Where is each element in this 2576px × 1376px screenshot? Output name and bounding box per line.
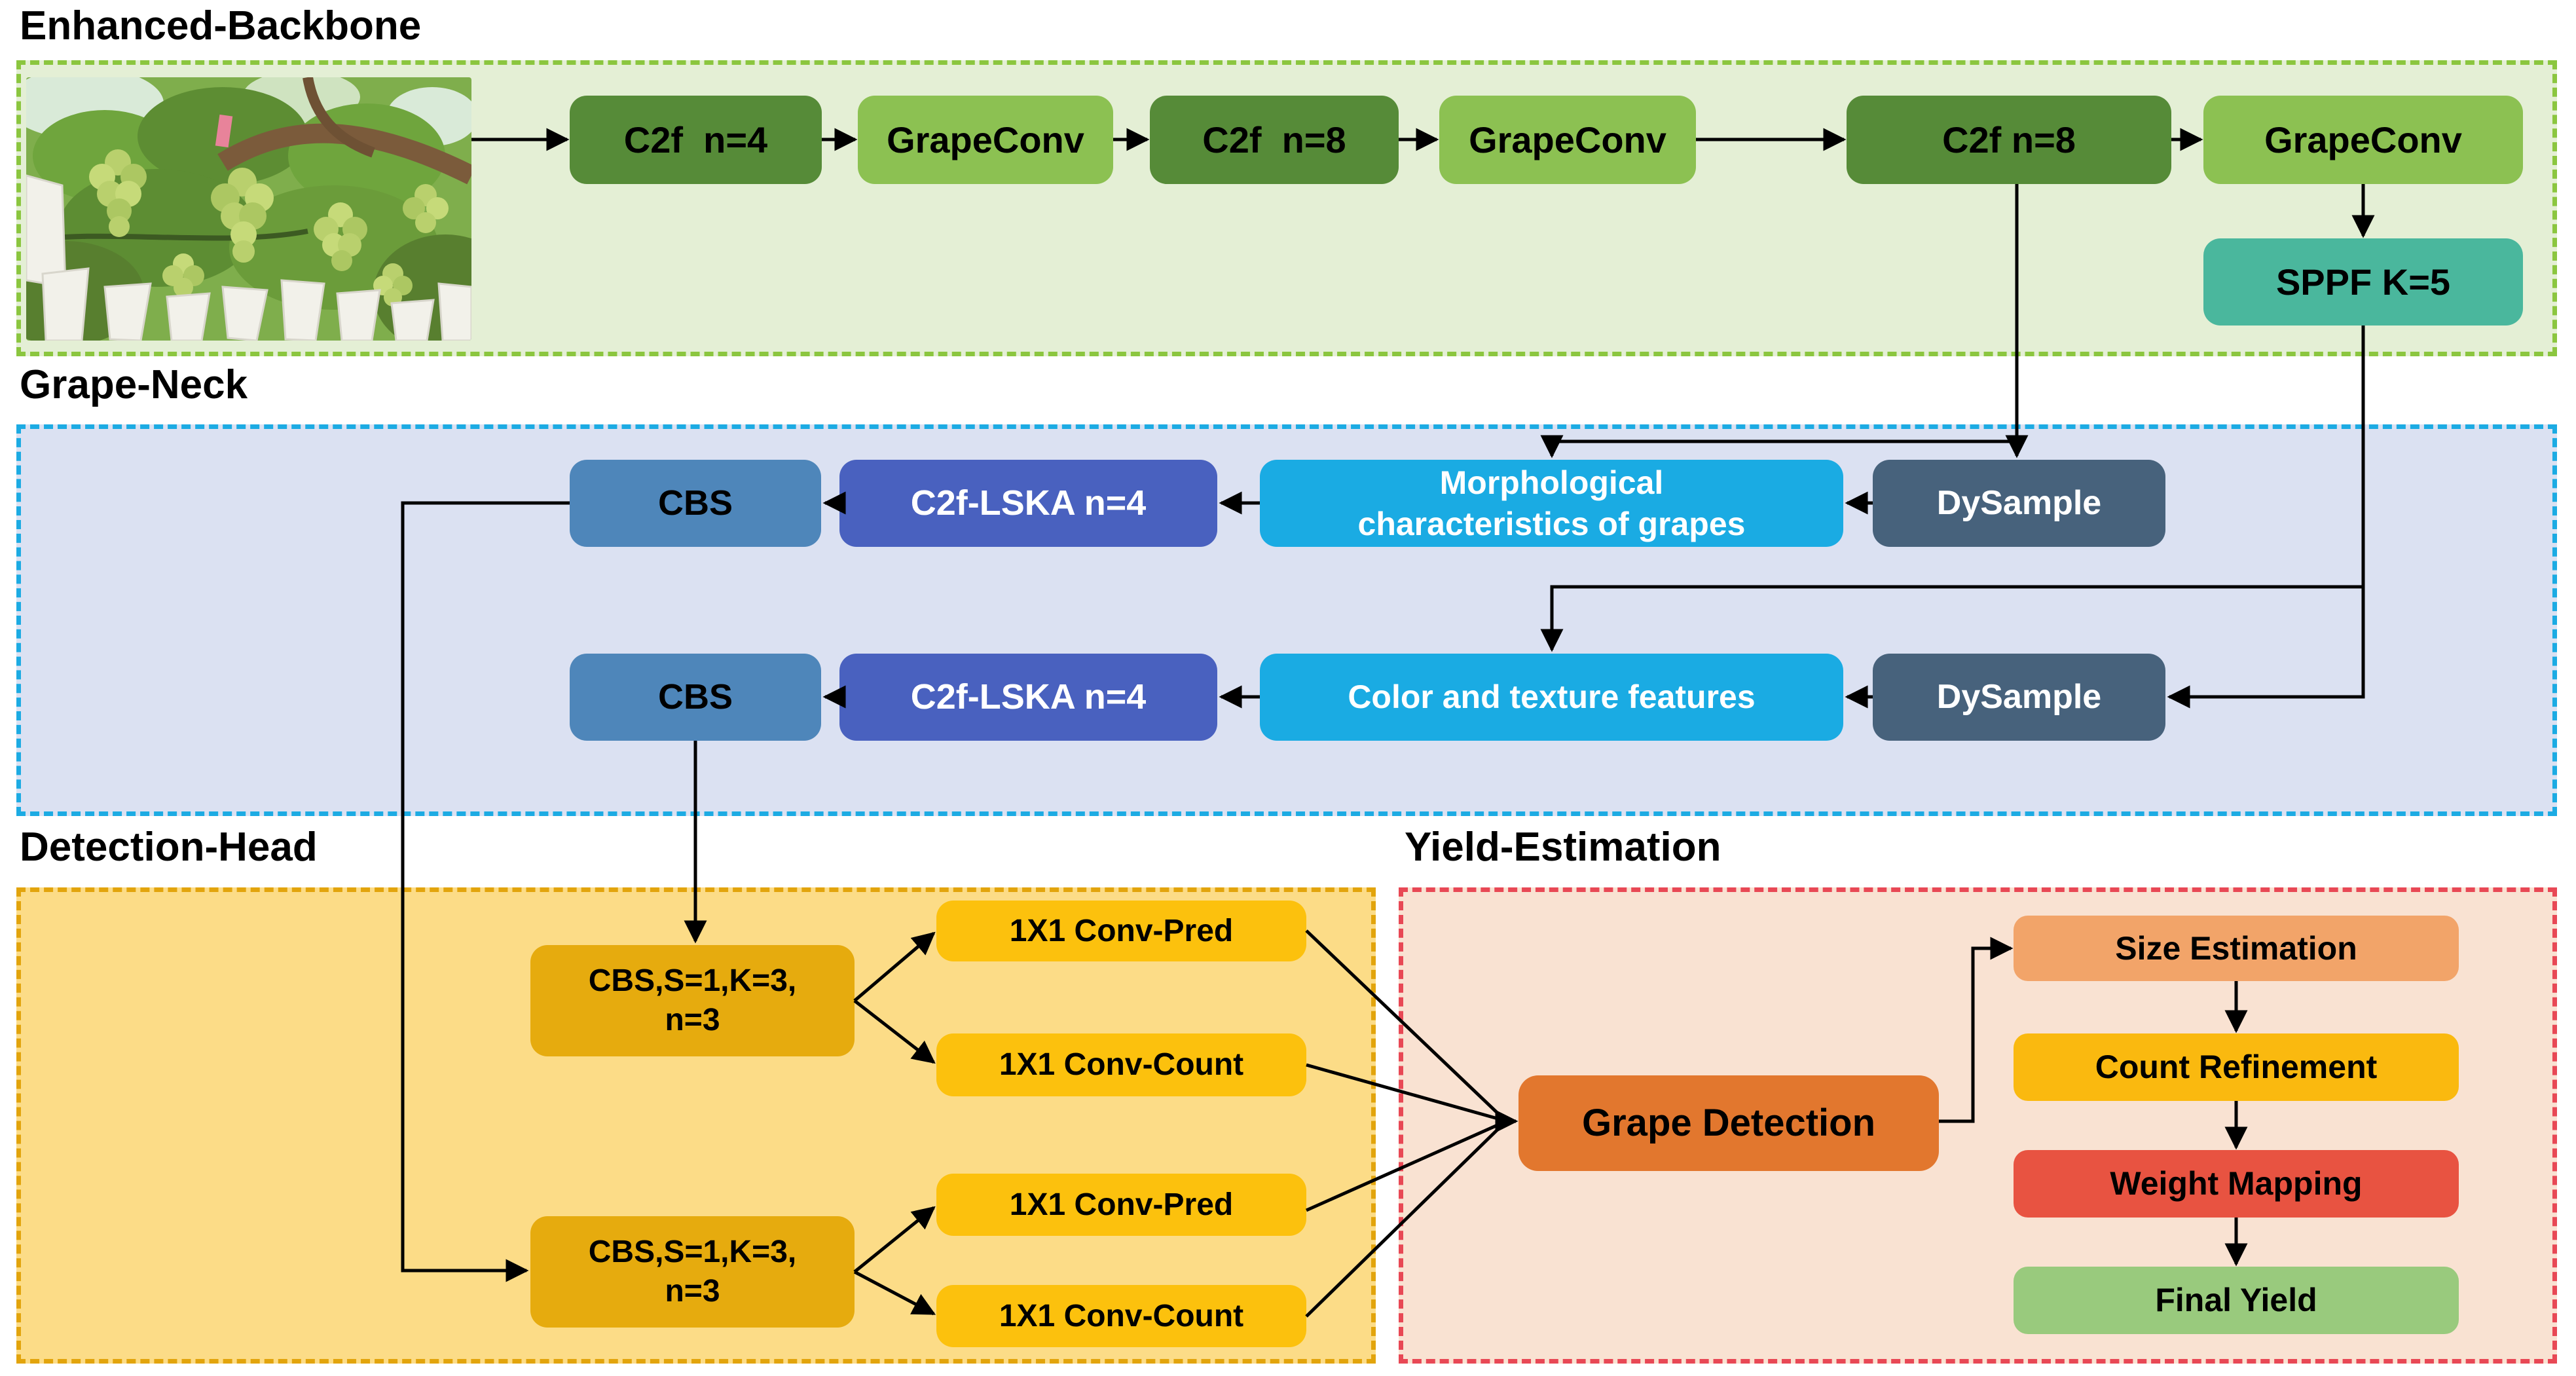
node-grapeconv-1: GrapeConv <box>858 96 1113 184</box>
node-c2f-3-label: C2f n=8 <box>1942 119 2076 160</box>
backbone-title: Enhanced-Backbone <box>20 3 422 48</box>
node-conv-pred-2: 1X1 Conv-Pred <box>936 1174 1306 1236</box>
node-conv-pred-1: 1X1 Conv-Pred <box>936 901 1306 961</box>
node-cbs-row2-label: CBS <box>657 677 733 716</box>
node-grapeconv-3: GrapeConv <box>2203 96 2523 184</box>
node-morphological-features-label: Morphological characteristics of grapes <box>1357 464 1746 542</box>
node-c2f-1-label: C2f n=4 <box>623 119 768 160</box>
node-dysample-row1-label: DySample <box>1936 484 2102 522</box>
node-det-cbs-2: CBS,S=1,K=3, n=3 <box>530 1216 855 1328</box>
node-grapeconv-2-label: GrapeConv <box>1469 119 1666 160</box>
node-final-yield-label: Final Yield <box>2155 1282 2317 1319</box>
node-final-yield: Final Yield <box>2014 1267 2459 1334</box>
node-grape-detection-label: Grape Detection <box>1582 1101 1875 1144</box>
node-dysample-row2-label: DySample <box>1936 678 2102 716</box>
yield-title: Yield-Estimation <box>1405 825 1721 870</box>
detection-title: Detection-Head <box>20 825 318 870</box>
node-weight-mapping: Weight Mapping <box>2014 1150 2459 1218</box>
node-conv-count-1: 1X1 Conv-Count <box>936 1033 1306 1096</box>
node-c2f-1: C2f n=4 <box>570 96 822 184</box>
node-color-texture-features-label: Color and texture features <box>1348 679 1756 716</box>
node-det-cbs-1: CBS,S=1,K=3, n=3 <box>530 945 855 1056</box>
node-dysample-row1: DySample <box>1873 460 2165 547</box>
node-lska-row1-label: C2f-LSKA n=4 <box>910 483 1147 523</box>
node-det-cbs-1-label: CBS,S=1,K=3, n=3 <box>588 963 797 1037</box>
node-cbs-row1: CBS <box>570 460 821 547</box>
node-lska-row2-label: C2f-LSKA n=4 <box>910 677 1147 716</box>
node-count-refinement-label: Count Refinement <box>2095 1049 2378 1086</box>
node-grapeconv-3-label: GrapeConv <box>2264 119 2462 160</box>
node-cbs-row2: CBS <box>570 654 821 741</box>
node-conv-count-2: 1X1 Conv-Count <box>936 1285 1306 1347</box>
node-c2f-2: C2f n=8 <box>1150 96 1399 184</box>
node-sppf: SPPF K=5 <box>2203 238 2523 325</box>
node-sppf-label: SPPF K=5 <box>2275 261 2451 303</box>
node-c2f-2-label: C2f n=8 <box>1202 119 1346 160</box>
node-conv-count-1-label: 1X1 Conv-Count <box>999 1047 1244 1082</box>
node-det-cbs-2-label: CBS,S=1,K=3, n=3 <box>588 1235 797 1309</box>
node-size-estimation: Size Estimation <box>2014 916 2459 981</box>
node-lska-row1: C2f-LSKA n=4 <box>839 460 1217 547</box>
node-size-estimation-label: Size Estimation <box>2115 929 2357 967</box>
node-grape-detection: Grape Detection <box>1518 1075 1939 1171</box>
grape-cluster <box>89 149 449 307</box>
node-conv-count-2-label: 1X1 Conv-Count <box>999 1298 1244 1333</box>
neck-title: Grape-Neck <box>20 362 248 407</box>
node-conv-pred-2-label: 1X1 Conv-Pred <box>1009 1187 1234 1222</box>
node-conv-pred-1-label: 1X1 Conv-Pred <box>1009 913 1234 948</box>
node-grapeconv-2: GrapeConv <box>1439 96 1696 184</box>
grape-bags <box>26 174 471 341</box>
vineyard-photo <box>26 77 471 341</box>
node-lska-row2: C2f-LSKA n=4 <box>839 654 1217 741</box>
node-grapeconv-1-label: GrapeConv <box>887 119 1084 160</box>
node-morphological-features: Morphological characteristics of grapes <box>1260 460 1843 547</box>
node-c2f-3: C2f n=8 <box>1847 96 2171 184</box>
node-weight-mapping-label: Weight Mapping <box>2110 1165 2363 1202</box>
node-count-refinement: Count Refinement <box>2014 1033 2459 1101</box>
node-dysample-row2: DySample <box>1873 654 2165 741</box>
node-cbs-row1-label: CBS <box>657 483 733 523</box>
node-color-texture-features: Color and texture features <box>1260 654 1843 741</box>
